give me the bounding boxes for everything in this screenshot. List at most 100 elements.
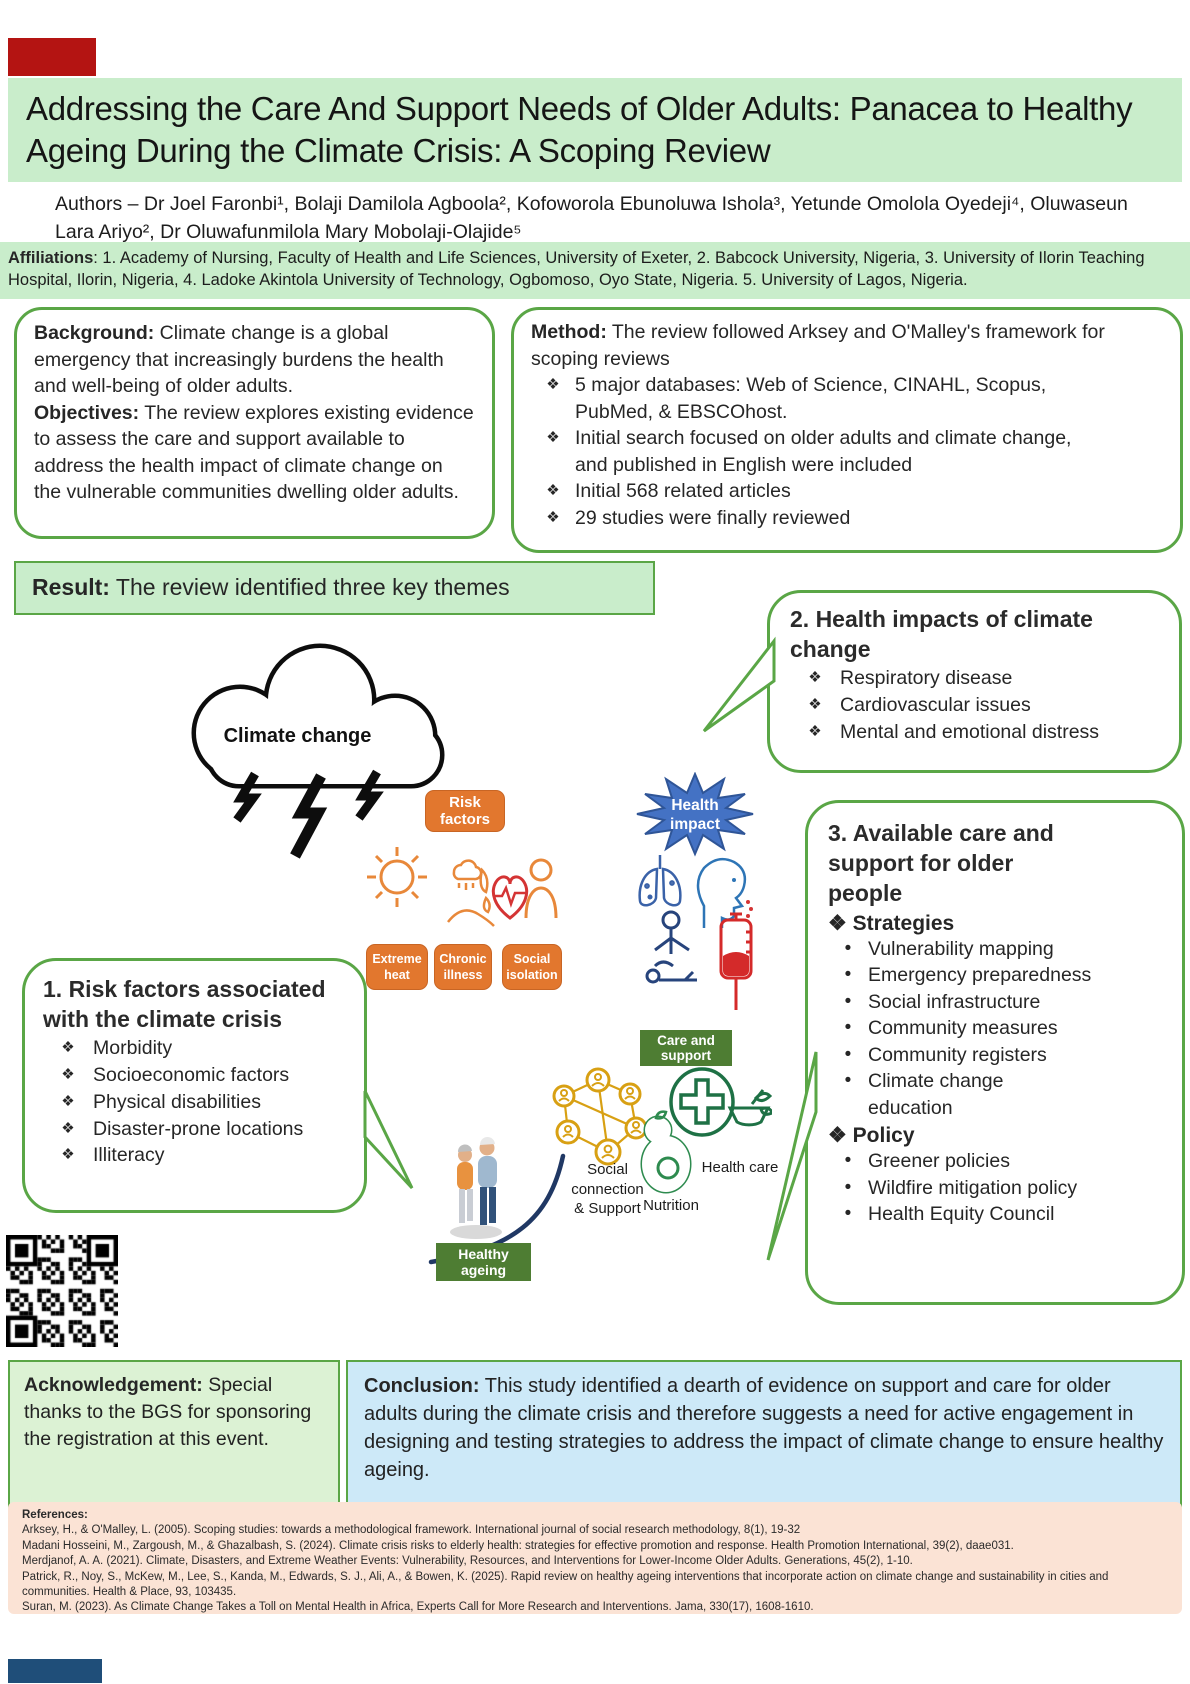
social-isolation-chip: Social isolation — [502, 944, 562, 990]
strategy-item: •Social infrastructure — [828, 989, 1162, 1016]
background-text: Climate change is a global emergency tha… — [34, 322, 444, 398]
healthy-ageing-label: Healthy ageing — [436, 1243, 531, 1281]
diamond-bullet-icon: ❖ — [61, 1146, 75, 1164]
dot-bullet-icon: • — [844, 1150, 852, 1172]
affiliations-label: Affiliations — [8, 249, 94, 267]
qr-code — [6, 1235, 118, 1347]
theme2-title: 2. Health impacts of climate change — [790, 606, 1093, 662]
theme2-item: ❖Mental and emotional distress — [790, 719, 1159, 746]
conclusion-box: Conclusion: This study identified a dear… — [346, 1360, 1182, 1512]
risk-factors-chip: Risk factors — [425, 790, 505, 832]
theme3-title: 3. Available care and support for older … — [828, 820, 1054, 906]
sun-icon — [367, 847, 427, 907]
reference-item: Arksey, H., & O'Malley, L. (2005). Scopi… — [22, 1524, 801, 1537]
acknowledgement-text: Special thanks to the BGS for sponsoring… — [24, 1374, 312, 1450]
background-label: Background: — [34, 322, 155, 344]
reference-item: Madani Hosseini, M., Zargoush, M., & Gha… — [22, 1539, 1014, 1552]
diamond-bullet-icon: ❖ — [828, 1124, 847, 1148]
theme2-bubble: 2. Health impacts of climate change ❖Res… — [767, 590, 1182, 773]
strategies-heading: ❖ Strategies — [828, 911, 955, 935]
policy-item: •Wildfire mitigation policy — [828, 1175, 1162, 1202]
social-connection-label: Social connection & Support — [571, 1161, 644, 1217]
method-bullet: ❖Initial search focused on older adults … — [531, 425, 1163, 478]
theme1-item: ❖Morbidity — [43, 1035, 346, 1062]
diamond-bullet-icon: ❖ — [546, 482, 560, 500]
health-care-label: Health care — [701, 1159, 779, 1176]
diamond-bullet-icon: ❖ — [808, 668, 822, 686]
method-bullet: ❖29 studies were finally reviewed — [531, 505, 1163, 532]
theme1-title: 1. Risk factors associated with the clim… — [43, 976, 326, 1032]
authors-line: Authors – Dr Joel Faronbi¹, Bolaji Damil… — [55, 193, 1128, 244]
policy-item: •Greener policies — [828, 1148, 1162, 1175]
method-box: Method: The review followed Arksey and O… — [511, 307, 1183, 553]
title-bar: Addressing the Care And Support Needs of… — [8, 78, 1182, 182]
objectives-label: Objectives: — [34, 401, 140, 424]
dot-bullet-icon: • — [844, 990, 852, 1012]
result-banner: Result: The review identified three key … — [14, 561, 655, 615]
conclusion-text: This study identified a dearth of eviden… — [364, 1375, 1164, 1481]
affiliations-bar: Affiliations: 1. Academy of Nursing, Fac… — [0, 242, 1190, 299]
diamond-bullet-icon: ❖ — [61, 1038, 75, 1056]
drought-rain-icon — [447, 859, 495, 927]
theme3-bubble: 3. Available care and support for older … — [805, 800, 1185, 1305]
dot-bullet-icon: • — [844, 937, 852, 959]
theme1-item: ❖Socioeconomic factors — [43, 1062, 346, 1089]
elderly-couple-icon — [450, 1136, 502, 1239]
health-care-icon — [669, 1067, 772, 1137]
diamond-bullet-icon: ❖ — [828, 911, 847, 935]
red-corner-marker — [8, 38, 96, 76]
blue-corner-marker — [8, 1659, 102, 1683]
cpr-icon — [645, 910, 697, 984]
background-box: Background: Climate change is a global e… — [14, 307, 495, 539]
strategy-item: •Emergency preparedness — [828, 962, 1162, 989]
diamond-bullet-icon: ❖ — [61, 1092, 75, 1110]
result-text: The review identified three key themes — [109, 574, 510, 600]
method-bullet: ❖Initial 568 related articles — [531, 478, 1163, 505]
iv-bag-icon — [719, 912, 753, 1010]
page-title: Addressing the Care And Support Needs of… — [26, 90, 1133, 170]
strategy-item: •Climate change education — [828, 1068, 1162, 1121]
dot-bullet-icon: • — [844, 964, 852, 986]
dot-bullet-icon: • — [844, 1176, 852, 1198]
nutrition-label: Nutrition — [643, 1197, 699, 1214]
health-impact-star-icon — [636, 772, 754, 857]
method-bullet: ❖5 major databases: Web of Science, CINA… — [531, 372, 1163, 425]
climate-change-cloud-icon — [191, 643, 445, 789]
diamond-bullet-icon: ❖ — [546, 376, 560, 394]
references-label: References: — [22, 1509, 88, 1521]
social-network-icon — [552, 1067, 647, 1166]
reference-item: Patrick, R., Noy, S., McKew, M., Lee, S.… — [22, 1570, 1109, 1599]
care-and-support-label: Care and support — [640, 1030, 732, 1066]
diamond-bullet-icon: ❖ — [61, 1119, 75, 1137]
objectives-text: The review explores existing evidence to… — [34, 401, 474, 504]
extreme-heat-chip: Extreme heat — [366, 944, 428, 990]
diamond-bullet-icon: ❖ — [546, 508, 560, 526]
theme1-item: ❖Disaster-prone locations — [43, 1116, 346, 1143]
affiliations-text: : 1. Academy of Nursing, Faculty of Heal… — [8, 249, 1145, 290]
theme3-bubble-tail — [766, 1051, 818, 1261]
reference-item: Suran, M. (2023). As Climate Change Take… — [22, 1601, 814, 1614]
chronic-illness-chip: Chronic illness — [434, 944, 492, 990]
theme1-item: ❖Physical disabilities — [43, 1089, 346, 1116]
diamond-bullet-icon: ❖ — [808, 695, 822, 713]
theme2-bubble-tail — [702, 636, 776, 733]
heart-pulse-icon — [491, 875, 529, 920]
theme1-item: ❖Illiteracy — [43, 1142, 346, 1169]
references-box: References: Arksey, H., & O'Malley, L. (… — [8, 1502, 1182, 1614]
result-label: Result: — [32, 574, 110, 600]
dot-bullet-icon: • — [844, 1043, 852, 1065]
strategy-item: •Community registers — [828, 1042, 1162, 1069]
theme2-item: ❖Respiratory disease — [790, 665, 1159, 692]
lungs-icon — [638, 855, 682, 907]
diamond-bullet-icon: ❖ — [61, 1065, 75, 1083]
policy-heading: ❖ Policy — [828, 1124, 915, 1148]
dot-bullet-icon: • — [844, 1017, 852, 1039]
method-intro: The review followed Arksey and O'Malley'… — [531, 321, 1105, 370]
conclusion-label: Conclusion: — [364, 1375, 480, 1397]
sneezing-head-icon — [696, 857, 753, 928]
theme1-bubble: 1. Risk factors associated with the clim… — [22, 958, 367, 1213]
nutrition-avocado-icon — [640, 1110, 692, 1194]
theme1-bubble-tail — [363, 1090, 414, 1190]
acknowledgement-box: Acknowledgement: Special thanks to the B… — [8, 1360, 340, 1512]
